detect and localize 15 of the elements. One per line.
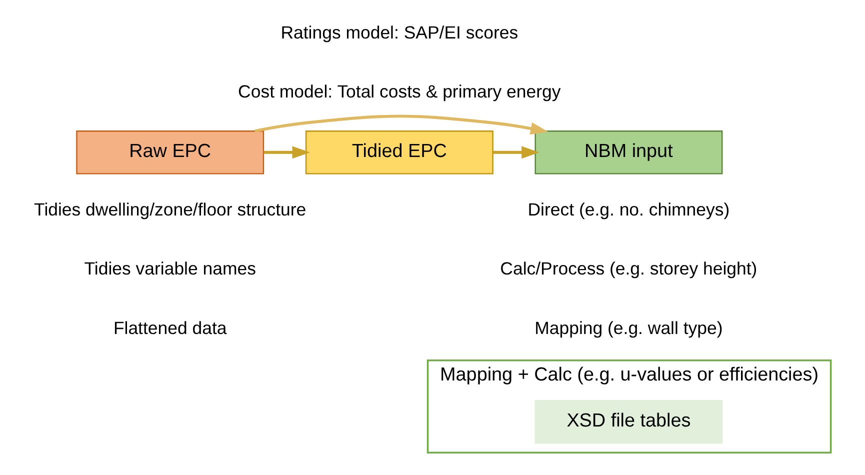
arrow	[254, 114, 548, 135]
label: Direct (e.g. no. chimneys)	[528, 200, 730, 220]
node-box: Raw EPC	[76, 130, 264, 174]
arrow	[264, 146, 310, 159]
node-box: Tidied EPC	[305, 130, 494, 174]
label: Ratings model: SAP/EI scores	[280, 22, 518, 42]
node-box: XSD file tables	[534, 400, 723, 444]
label: Flattened data	[113, 318, 227, 338]
label: Cost model: Total costs & primary energy	[238, 81, 561, 102]
label: Tidies dwelling/zone/floor structure	[34, 200, 306, 220]
label: Calc/Process (e.g. storey height)	[500, 258, 758, 279]
node-box: NBM input	[534, 130, 723, 174]
label: Mapping (e.g. wall type)	[534, 318, 723, 338]
arrow	[493, 146, 540, 159]
label: Tidies variable names	[84, 258, 256, 279]
